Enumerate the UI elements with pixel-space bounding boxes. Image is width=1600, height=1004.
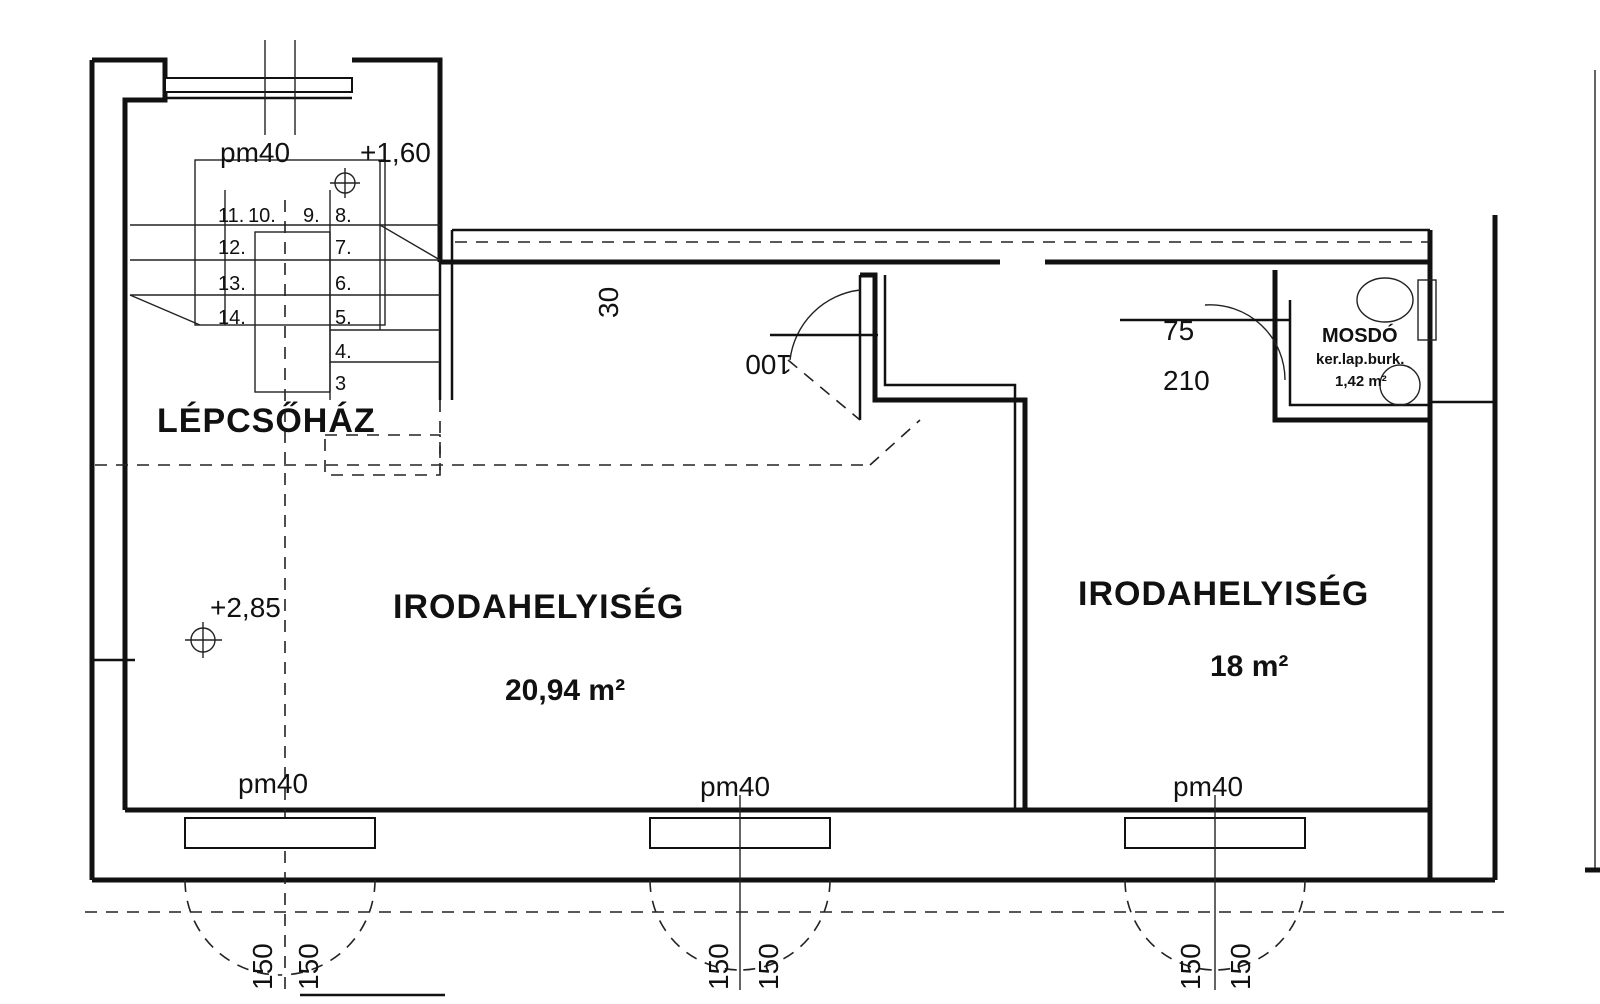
office-left-name: IRODAHELYISÉG xyxy=(393,588,684,626)
step-8: 8. xyxy=(335,205,352,227)
step-9: 9. xyxy=(303,205,320,227)
window-label-2: pm40 xyxy=(700,771,770,802)
step-7: 7. xyxy=(335,237,352,259)
door-swing-path xyxy=(869,419,921,466)
office-right-area: 18 m² xyxy=(1210,650,1288,683)
window-width-1a: 150 xyxy=(247,943,278,990)
washroom-name: MOSDÓ xyxy=(1322,323,1398,347)
exterior-walls xyxy=(89,57,1498,883)
washroom-finish: ker.lap.burk. xyxy=(1316,351,1404,368)
window-label-3: pm40 xyxy=(1173,771,1243,802)
right-edge-hatch xyxy=(1585,70,1600,873)
staircase xyxy=(129,159,441,990)
stair-window-label: pm40 xyxy=(220,137,290,168)
window-width-1b: 150 xyxy=(293,943,324,990)
office-level-label: +2,85 xyxy=(210,592,281,623)
step-12: 12. xyxy=(218,237,246,259)
window-width-3b: 150 xyxy=(1225,943,1256,990)
step-6: 6. xyxy=(335,273,352,295)
step-13: 13. xyxy=(218,273,246,295)
window-width-2a: 150 xyxy=(703,943,734,990)
stairwell-name: LÉPCSŐHÁZ xyxy=(157,402,376,440)
step-4: 4. xyxy=(335,341,352,363)
window-width-2b: 150 xyxy=(753,943,784,990)
wc-door-width: 75 xyxy=(1163,315,1194,346)
partitions xyxy=(770,270,1437,810)
step-10: 10. xyxy=(248,205,276,227)
bottom-windows xyxy=(85,795,1510,997)
step-5: 5. xyxy=(335,307,352,329)
step-14: 14. xyxy=(218,307,246,329)
level-marker-office xyxy=(185,622,222,658)
door-width-dimension: 100 xyxy=(745,349,792,380)
stair-window xyxy=(164,40,353,135)
stair-level-label: +1,60 xyxy=(360,137,431,168)
wc-door-height: 210 xyxy=(1163,365,1210,396)
window-width-3a: 150 xyxy=(1175,943,1206,990)
washroom-area: 1,42 m² xyxy=(1335,373,1387,390)
step-11: 11. xyxy=(218,205,244,227)
window-label-1: pm40 xyxy=(238,768,308,799)
office-right-name: IRODAHELYISÉG xyxy=(1078,575,1369,613)
step-3: 3 xyxy=(335,373,346,395)
office-left-area: 20,94 m² xyxy=(505,674,625,707)
wall-gap-dimension: 30 xyxy=(593,287,624,318)
